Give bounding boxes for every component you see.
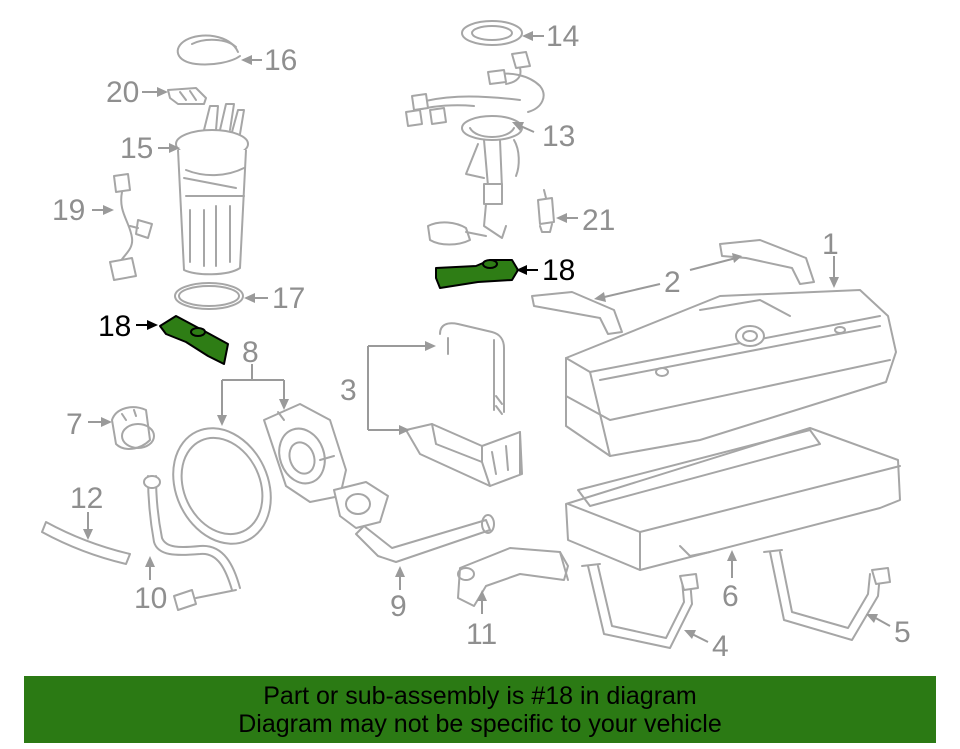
arrowhead-15 — [169, 143, 180, 153]
arrowhead-2a — [594, 292, 606, 302]
arrowhead-20 — [157, 87, 168, 97]
notice-banner-background — [24, 676, 936, 743]
callout-4: 4 — [712, 630, 729, 663]
arrowhead-4 — [684, 630, 696, 639]
callout-15: 15 — [120, 132, 153, 165]
callout-20: 20 — [106, 76, 139, 109]
notice-banner: Part or sub-assembly is #18 in diagram D… — [24, 676, 936, 743]
part-1-fuel-tank — [565, 289, 897, 457]
callout-17: 17 — [272, 282, 305, 315]
arrowhead-14 — [522, 31, 533, 41]
arrowhead-7 — [101, 417, 112, 427]
part-18-highlighted-right — [435, 259, 519, 289]
arrowhead-11 — [477, 590, 487, 601]
part-9-filler-neck — [333, 481, 495, 563]
leader-3 — [367, 345, 430, 431]
arrowhead-13 — [512, 122, 524, 131]
notice-line-2: Diagram may not be specific to your vehi… — [238, 709, 722, 738]
arrowhead-5 — [866, 614, 878, 623]
arrowhead-9 — [395, 566, 405, 577]
part-19-wire-harness — [109, 173, 153, 281]
part-10-vent-tube — [143, 475, 241, 611]
part-2-heat-shields — [531, 239, 815, 335]
part-7-fuel-cap — [111, 406, 155, 450]
arrowhead-18-right — [516, 265, 527, 275]
arrowhead-18-left — [147, 320, 158, 330]
callout-8: 8 — [242, 336, 259, 369]
callout-3: 3 — [340, 374, 357, 407]
arrowhead-6 — [727, 550, 737, 561]
part-13-sending-unit — [405, 51, 545, 246]
part-21-sensor — [537, 189, 555, 233]
part-17-seal — [174, 282, 244, 310]
callout-1: 1 — [822, 228, 839, 261]
arrowhead-8a — [217, 415, 227, 426]
part-14-lock-ring — [461, 20, 523, 46]
callout-2: 2 — [664, 266, 681, 299]
arrowhead-19 — [103, 205, 114, 215]
callout-18-left: 18 — [98, 310, 131, 343]
arrowhead-17 — [244, 293, 255, 303]
arrowhead-2b — [732, 253, 742, 263]
part-3-brackets — [405, 322, 523, 487]
callout-12: 12 — [70, 482, 103, 515]
part-4-strap — [581, 563, 699, 649]
arrowhead-1 — [829, 277, 839, 288]
arrowhead-21 — [556, 213, 567, 223]
callout-21: 21 — [582, 204, 615, 237]
callout-16: 16 — [264, 44, 297, 77]
callout-9: 9 — [390, 590, 407, 623]
leader-2b — [689, 257, 737, 271]
arrowhead-8b — [279, 399, 289, 410]
callout-14: 14 — [546, 20, 579, 53]
leader-8 — [221, 364, 285, 420]
leader-2a — [599, 283, 661, 299]
arrowhead-3a — [425, 341, 436, 351]
notice-line-1: Part or sub-assembly is #18 in diagram — [263, 681, 697, 710]
callout-18-right: 18 — [542, 254, 575, 287]
callout-19: 19 — [52, 194, 85, 227]
arrowhead-3b — [399, 425, 410, 435]
callout-13: 13 — [542, 120, 575, 153]
part-6-skid-plate — [565, 427, 901, 571]
callout-7: 7 — [66, 408, 83, 441]
part-20-connector — [167, 87, 207, 105]
part-16-retaining-ring — [176, 34, 241, 66]
callout-10: 10 — [134, 582, 167, 615]
callout-5: 5 — [894, 616, 911, 649]
callout-6: 6 — [722, 580, 739, 613]
callout-11: 11 — [466, 618, 497, 651]
part-12-vent-hose — [41, 521, 131, 565]
arrowhead-12 — [83, 529, 93, 540]
arrowhead-16 — [241, 55, 252, 65]
part-8-filler-door — [172, 403, 347, 545]
part-5-strap — [763, 549, 891, 641]
part-11-filler-hose — [457, 547, 569, 607]
arrowhead-10 — [145, 556, 155, 567]
part-15-fuel-pump-module — [175, 103, 249, 276]
part-18-highlighted-left — [159, 315, 229, 365]
